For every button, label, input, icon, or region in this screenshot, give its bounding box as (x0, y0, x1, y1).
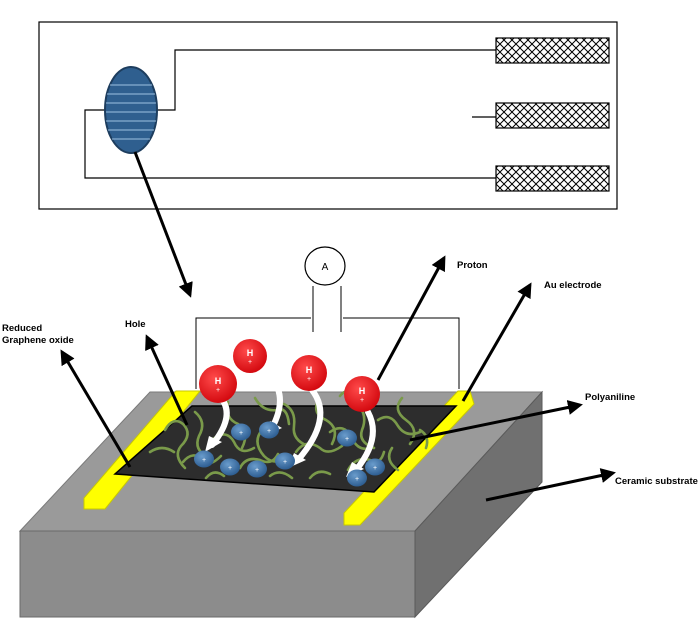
svg-text:+: + (373, 465, 377, 472)
svg-text:+: + (360, 397, 364, 404)
substrate-side-face (414, 390, 543, 619)
label-rgo-line2: Graphene oxide (2, 335, 74, 346)
hole-8: + (365, 458, 385, 476)
svg-text:+: + (248, 359, 252, 366)
svg-text:H: H (359, 386, 366, 396)
label-proton: Proton (457, 260, 488, 271)
label-arrows (60, 255, 616, 502)
ammeter-label: A (322, 262, 329, 273)
hole-6: + (275, 452, 295, 470)
trace-bottom (84, 109, 496, 179)
svg-text:+: + (239, 430, 243, 437)
label-au-electrode: Au electrode (544, 280, 602, 291)
zoom-arrow (133, 151, 193, 298)
proton-2: H + (199, 365, 237, 403)
label-polyaniline: Polyaniline (585, 392, 635, 403)
polyaniline-arrow (409, 400, 583, 442)
au-electrode-arrow (461, 282, 532, 402)
svg-text:+: + (255, 467, 259, 474)
ammeter-icon: A (304, 246, 346, 286)
hole-7: + (337, 429, 357, 447)
svg-text:H: H (306, 365, 313, 375)
proton-arrow (376, 255, 446, 381)
hole-3: + (194, 450, 214, 468)
hole-5: + (247, 460, 267, 478)
svg-text:H: H (215, 376, 222, 386)
trace-top (156, 49, 496, 111)
svg-text:+: + (283, 459, 287, 466)
contact-pad-2 (495, 102, 610, 129)
svg-text:+: + (355, 476, 359, 483)
hole-arrow (145, 334, 189, 426)
rgo-arrow (60, 349, 132, 468)
hole-2: + (259, 421, 279, 439)
protons: H + H + H + H + (199, 339, 380, 412)
proton-3: H + (291, 355, 327, 391)
contact-pad-3 (495, 165, 610, 192)
holes: + + + + + + + + + (194, 421, 385, 487)
svg-text:+: + (228, 465, 232, 472)
contact-pad-1 (495, 37, 610, 64)
hole-4: + (220, 458, 240, 476)
proton-4: H + (344, 376, 380, 412)
proton-1: H + (233, 339, 267, 373)
svg-text:+: + (267, 428, 271, 435)
hole-1: + (231, 423, 251, 441)
svg-text:+: + (202, 457, 206, 464)
svg-text:+: + (307, 376, 311, 383)
transfer-arrows (209, 367, 376, 473)
svg-text:H: H (247, 348, 254, 358)
ammeter-circuit (195, 286, 460, 389)
hole-9: + (347, 469, 367, 487)
sensor-chip (38, 21, 618, 210)
ceramic-substrate-arrow (485, 468, 616, 502)
label-ceramic-substrate: Ceramic substrate (615, 476, 698, 487)
label-hole: Hole (125, 319, 146, 330)
sensor-head-icon (104, 66, 158, 154)
svg-text:+: + (216, 387, 220, 394)
label-rgo-line1: Reduced (2, 323, 42, 334)
svg-text:+: + (345, 436, 349, 443)
substrate-front-face (19, 530, 416, 618)
